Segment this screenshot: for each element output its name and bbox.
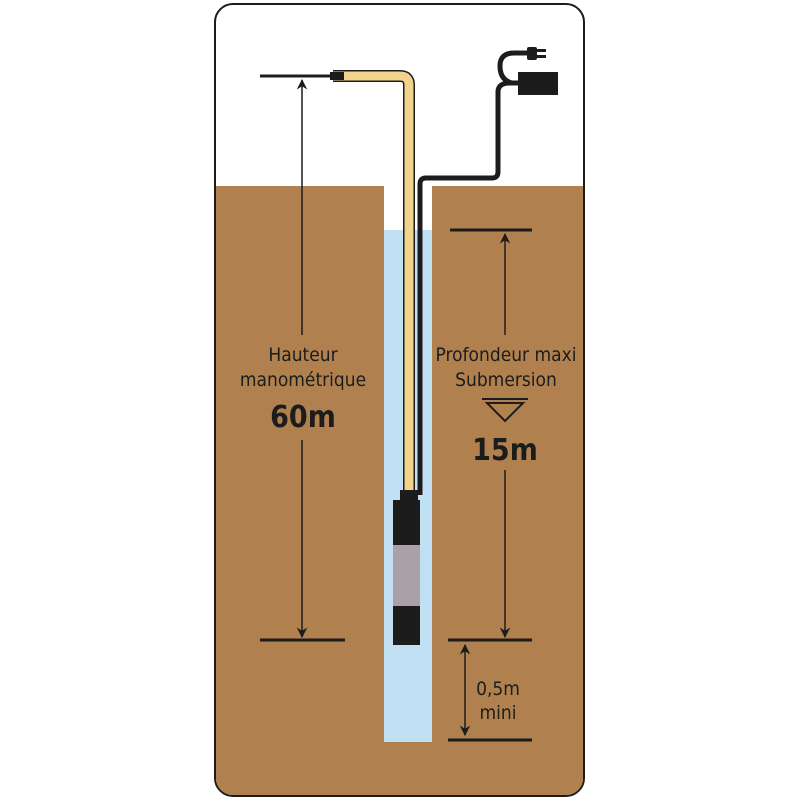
left-value: 60m <box>270 400 336 435</box>
ground-bottom <box>216 742 583 795</box>
ground-left <box>216 186 384 795</box>
water-level-triangle-icon <box>482 398 528 423</box>
left-label-line1: Hauteur <box>268 344 338 366</box>
ground-right <box>432 186 583 795</box>
bottom-label-line1: 0,5m <box>476 678 520 700</box>
pump <box>393 490 420 645</box>
bottom-label-line2: mini <box>480 702 517 724</box>
control-box-icon <box>518 72 558 95</box>
power-cable <box>417 80 518 495</box>
right-label-line1: Profondeur maxi <box>436 344 577 366</box>
right-value: 15m <box>472 433 538 468</box>
left-label-line2: manométrique <box>240 369 366 391</box>
pipe-end <box>330 72 344 80</box>
plug-cable <box>497 50 528 86</box>
right-label-line2: Submersion <box>455 369 557 391</box>
plug-icon <box>527 47 546 60</box>
